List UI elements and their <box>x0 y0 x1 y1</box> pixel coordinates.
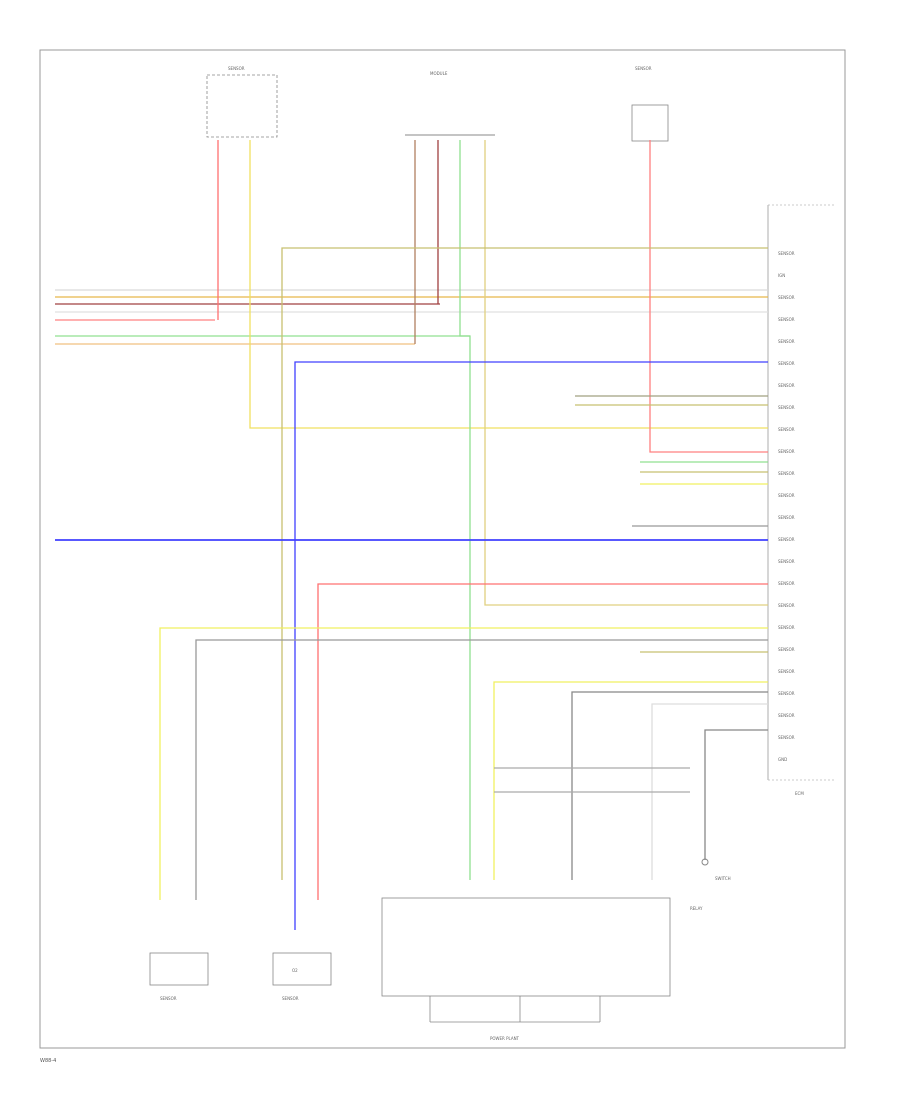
ecm-pin-label: SENSOR <box>778 493 795 498</box>
bottom-left-sensor: SENSOR <box>149 952 209 1001</box>
ecm-pin-label: IGN <box>778 273 785 278</box>
right-switch-label: SWITCH <box>715 876 731 881</box>
ecm-pin-label: SENSOR <box>778 669 795 674</box>
ecm-pin-label: GND <box>778 757 787 762</box>
ecm-pin-label: SENSOR <box>778 383 795 388</box>
ecm-label: ECM <box>795 791 804 796</box>
left-bus-lines <box>55 289 768 345</box>
ecm-pin-label: SENSOR <box>778 647 795 652</box>
top-left-sensor: SENSOR <box>206 66 278 138</box>
ecm-pin-label: SENSOR <box>778 317 795 322</box>
vertical-wires <box>217 140 768 880</box>
ecm-signal-wires <box>55 247 768 930</box>
top-center-module: MODULE <box>405 71 495 136</box>
ecm-pin-label: SENSOR <box>778 405 795 410</box>
diagram-border <box>39 49 846 1049</box>
ecm-pin-label: SENSOR <box>778 603 795 608</box>
ecm-pin-label: SENSOR <box>778 251 795 256</box>
ecm-pin-label: SENSOR <box>778 537 795 542</box>
ecm-pin-label: SENSOR <box>778 515 795 520</box>
relay-feed-wires <box>493 681 768 880</box>
top-center-module-label: MODULE <box>430 71 448 76</box>
ecm-pin-label: SENSOR <box>778 427 795 432</box>
ecm-pin-label: SENSOR <box>778 361 795 366</box>
ecm-pin-label: SENSOR <box>778 625 795 630</box>
ecm-pin-label: SENSOR <box>778 471 795 476</box>
bottom-mid-sensor-label: SENSOR <box>282 996 299 1001</box>
ecm-pin-label: SENSOR <box>778 295 795 300</box>
relay-box: RELAY POWER PLANT <box>381 897 703 1041</box>
top-right-sensor-label: SENSOR <box>635 66 652 71</box>
ecm-connector: ECM <box>767 204 835 796</box>
ecm-pin-label: SENSOR <box>778 449 795 454</box>
bottom-mid-sensor: O2 SENSOR <box>272 952 332 1001</box>
ecm-pin-label: SENSOR <box>778 339 795 344</box>
bottom-mid-box-text: O2 <box>292 968 298 973</box>
ecm-pin-label: SENSOR <box>778 713 795 718</box>
top-right-sensor: SENSOR <box>631 66 669 142</box>
bottom-left-sensor-label: SENSOR <box>160 996 177 1001</box>
relay-box-label: RELAY <box>690 906 703 911</box>
top-left-sensor-label: SENSOR <box>228 66 245 71</box>
relay-box-footer: POWER PLANT <box>490 1036 520 1041</box>
ecm-pin-label: SENSOR <box>778 735 795 740</box>
ecm-pin-label: SENSOR <box>778 691 795 696</box>
ecm-pin-label: SENSOR <box>778 559 795 564</box>
footer-code: W88-4 <box>40 1058 56 1064</box>
right-switch: SWITCH <box>701 858 731 881</box>
ecm-pin-label: SENSOR <box>778 581 795 586</box>
